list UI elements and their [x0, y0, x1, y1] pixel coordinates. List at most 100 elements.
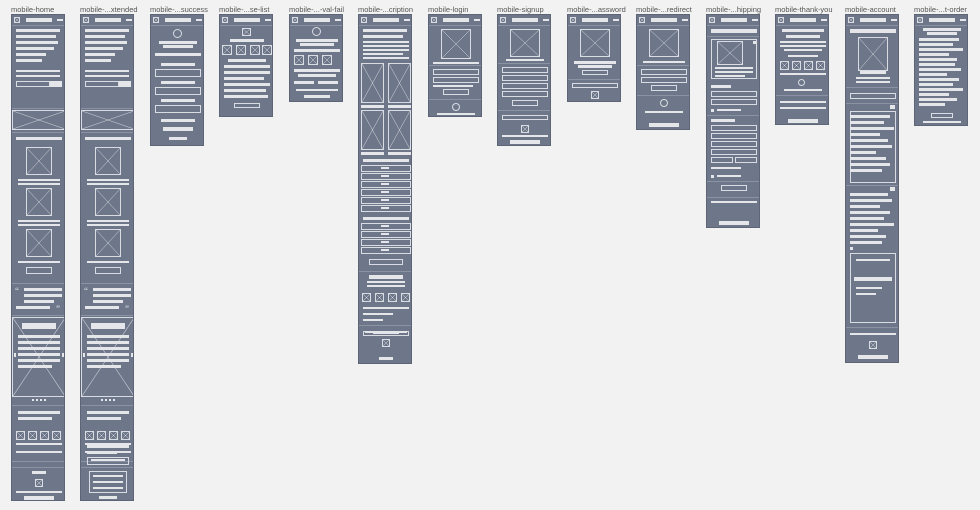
- wire-block: [858, 355, 888, 359]
- wire-block: [433, 62, 479, 64]
- wire-block: [298, 74, 336, 77]
- wire-block: [18, 353, 60, 356]
- wire-field: [711, 39, 757, 79]
- wire-block: [85, 47, 123, 50]
- artboard-frame[interactable]: [775, 14, 829, 125]
- wire-block: [126, 19, 132, 21]
- wire-block: [919, 48, 963, 51]
- image-placeholder-icon: [81, 317, 133, 397]
- image-placeholder-icon: [649, 29, 679, 57]
- wire-block: [850, 127, 894, 130]
- artboard-frame[interactable]: [497, 14, 551, 146]
- wire-block: [16, 75, 60, 77]
- wire-block: [850, 133, 880, 136]
- wire-block: [87, 220, 129, 222]
- artboard-title[interactable]: mobile-...redirect: [636, 5, 692, 14]
- artboard-frame[interactable]: [567, 14, 621, 102]
- artboard-frame[interactable]: [358, 14, 412, 364]
- artboard-title[interactable]: mobile-login: [428, 5, 469, 14]
- wire-block: [40, 399, 42, 401]
- wire-block: [300, 43, 334, 46]
- wire-block: [506, 59, 544, 61]
- wire-block: [381, 249, 389, 251]
- artboard-title[interactable]: mobile-...success: [150, 5, 208, 14]
- image-placeholder-icon: [12, 317, 64, 397]
- wire-block: [715, 71, 753, 73]
- wire-block: [369, 275, 403, 279]
- wire-block: [85, 70, 129, 72]
- wire-divider: [151, 25, 203, 26]
- artboard-frame[interactable]: [706, 14, 760, 228]
- artboard-title[interactable]: mobile-...xtended: [80, 5, 138, 14]
- artboard-title[interactable]: mobile-thank-you: [775, 5, 833, 14]
- wire-block: [850, 121, 884, 124]
- artboard-title[interactable]: mobile-...se-list: [219, 5, 270, 14]
- wire-block: [850, 333, 896, 335]
- artboard-title[interactable]: mobile-account: [845, 5, 896, 14]
- wire-block: [582, 18, 608, 22]
- image-placeholder-icon: [26, 188, 52, 216]
- image-placeholder-icon: [109, 431, 118, 440]
- artboard-title[interactable]: mobile-...-val-fail: [289, 5, 345, 14]
- wire-block: [850, 205, 880, 208]
- wire-block: [719, 221, 749, 225]
- wire-block: [196, 19, 202, 21]
- wire-block: [919, 98, 957, 101]
- artboard-title[interactable]: mobile-...hipping: [706, 5, 762, 14]
- wire-block: [87, 411, 129, 414]
- artboard-title[interactable]: mobile-...t-order: [914, 5, 967, 14]
- wire-block: [890, 187, 895, 191]
- wire-block: [891, 19, 897, 21]
- artboard-frame[interactable]: “”: [11, 14, 65, 501]
- artboard-frame[interactable]: [428, 14, 482, 117]
- wire-block: [381, 183, 389, 185]
- wire-block: [721, 18, 747, 22]
- wire-block: [169, 137, 187, 140]
- wire-block: [91, 323, 125, 329]
- wire-block: [643, 61, 685, 63]
- wire-divider: [12, 283, 64, 284]
- wire-block: [62, 353, 64, 357]
- artboard-title[interactable]: mobile-signup: [497, 5, 544, 14]
- image-placeholder-icon: [52, 431, 61, 440]
- wire-field: [721, 185, 747, 191]
- image-placeholder-icon: [308, 55, 318, 65]
- wire-divider: [707, 115, 759, 116]
- wire-block: [919, 38, 959, 41]
- wire-divider: [707, 197, 759, 198]
- wire-block: [24, 288, 62, 291]
- image-placeholder-icon: [222, 17, 228, 23]
- wire-field: [502, 91, 548, 97]
- wire-block: [753, 41, 756, 44]
- artboard-frame[interactable]: [289, 14, 343, 102]
- image-placeholder-icon: [858, 37, 888, 71]
- wire-block: [919, 88, 963, 91]
- image-placeholder-icon: [14, 17, 20, 23]
- wire-block: [437, 113, 475, 115]
- wire-field: [502, 115, 548, 120]
- image-placeholder-icon: [361, 63, 384, 103]
- avatar-icon: [452, 103, 460, 111]
- wire-block: [850, 235, 886, 238]
- wire-block: [93, 300, 123, 303]
- artboard-frame[interactable]: [845, 14, 899, 363]
- wire-block: [161, 99, 195, 102]
- artboard-frame[interactable]: [219, 14, 273, 117]
- wire-block: [163, 45, 193, 48]
- artboard-title[interactable]: mobile-...cription: [358, 5, 414, 14]
- artboard-frame[interactable]: [914, 14, 968, 126]
- wire-divider: [846, 87, 898, 88]
- artboard-title[interactable]: mobile-...assword: [567, 5, 626, 14]
- wire-block: [87, 261, 129, 263]
- image-placeholder-icon: [12, 110, 64, 130]
- wire-block: [224, 71, 270, 74]
- artboard-frame[interactable]: [150, 14, 204, 146]
- wire-field: [361, 247, 411, 254]
- wire-block: [85, 306, 119, 309]
- wire-block: [85, 137, 131, 140]
- image-placeholder-icon: [717, 41, 743, 65]
- artboard-title[interactable]: mobile-home: [11, 5, 55, 14]
- artboard-frame[interactable]: [636, 14, 690, 130]
- artboard-frame[interactable]: “”: [80, 14, 134, 501]
- wire-field: [89, 471, 127, 493]
